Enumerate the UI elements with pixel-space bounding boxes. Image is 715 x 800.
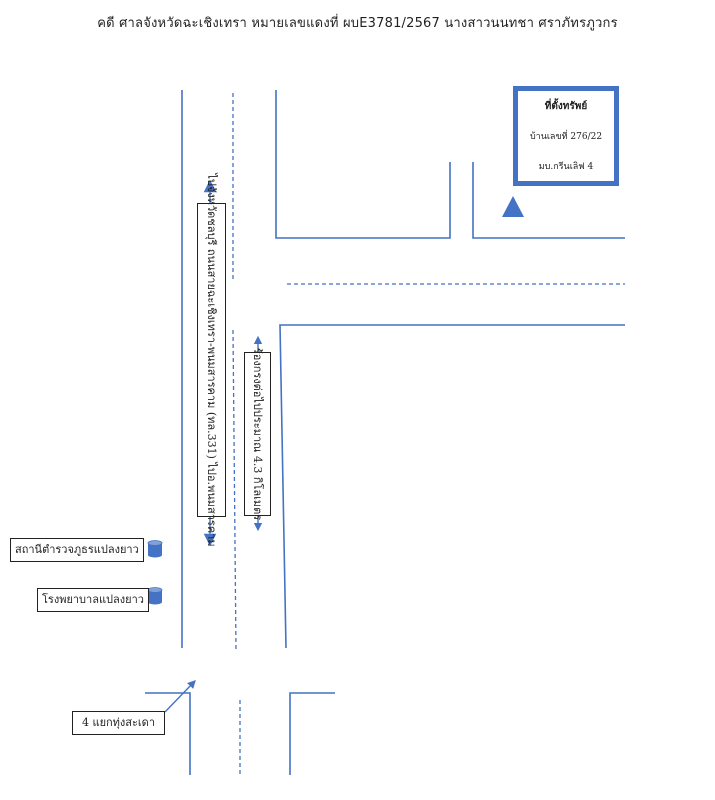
- center-lines: [232, 93, 625, 775]
- cylinder-icon: [147, 587, 163, 605]
- police-station-label: สถานีตำรวจภูธรแปลงยาว: [10, 538, 144, 562]
- page-title: คดี ศาลจังหวัดฉะเชิงเทรา หมายเลขแดงที่ ผ…: [97, 16, 618, 31]
- triangle-marker-icon: [502, 196, 524, 217]
- property-village: มบ.กรีนเลิฟ 4: [538, 162, 594, 173]
- cylinder-icon: [147, 540, 163, 558]
- main-road-east-edge-upper: [275, 90, 451, 239]
- property-title: ที่ตั้งทรัพย์: [544, 100, 588, 112]
- lower-road-east-edge: [289, 692, 335, 775]
- main-road-centerline-lower: [232, 329, 237, 651]
- lower-road-west-edge: [145, 692, 191, 775]
- side-road-north-edge: [472, 162, 625, 239]
- distance-label: ร้องกรงต่อไปประมาณ 4.3 กิโลเมตร: [250, 347, 264, 521]
- intersection-label: 4 แยกทุ่งสะเดา: [72, 711, 165, 735]
- main-road-label: ไปจังหวัดชลบุรี ถนนสายฉะเชิงเทรา-พนมสารค…: [204, 173, 218, 547]
- main-road-label-box: ไปจังหวัดชลบุรี ถนนสายฉะเชิงเทรา-พนมสารค…: [197, 173, 226, 547]
- intersection-pointer-arrow-icon: [164, 679, 196, 713]
- road-edges: [145, 90, 625, 775]
- side-road-south-edge: [279, 324, 625, 649]
- hospital-label: โรงพยาบาลแปลงยาว: [37, 588, 149, 612]
- distance-label-box: ร้องกรงต่อไปประมาณ 4.3 กิโลเมตร: [244, 348, 271, 520]
- property-house-number: บ้านเลขที่ 276/22: [529, 132, 603, 143]
- property-location-box: ที่ตั้งทรัพย์ บ้านเลขที่ 276/22 มบ.กรีนเ…: [513, 86, 619, 186]
